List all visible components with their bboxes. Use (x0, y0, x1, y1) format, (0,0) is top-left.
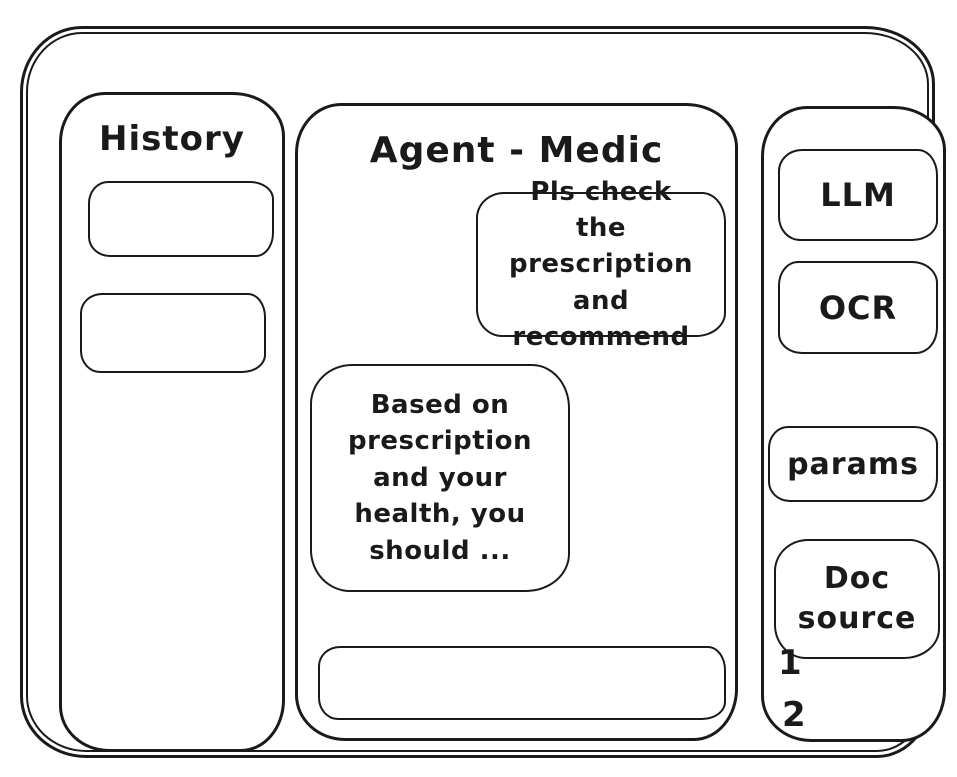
tool-button-llm[interactable]: LLM (778, 149, 938, 241)
chat-panel: Agent - Medic Pls check the prescription… (295, 103, 738, 741)
assistant-message-bubble: Based on prescription and your health, y… (310, 364, 570, 592)
chat-input[interactable] (318, 646, 726, 720)
history-item[interactable] (88, 181, 274, 257)
history-title: History (99, 119, 245, 159)
doc-source-item-1: 1 (778, 643, 802, 683)
tool-button-params[interactable]: params (768, 426, 938, 502)
app-frame: History Agent - Medic Pls check the pres… (20, 26, 946, 758)
doc-source-item-2: 2 (782, 695, 806, 735)
history-panel: History (59, 92, 285, 752)
tools-panel: LLM OCR params Doc source 1 2 (761, 106, 946, 742)
tool-button-ocr[interactable]: OCR (778, 261, 938, 354)
user-message-bubble: Pls check the prescription and recommend (476, 177, 726, 352)
tool-button-doc-source[interactable]: Doc source (774, 539, 940, 659)
history-item[interactable] (80, 293, 266, 373)
chat-title: Agent - Medic (369, 130, 664, 171)
